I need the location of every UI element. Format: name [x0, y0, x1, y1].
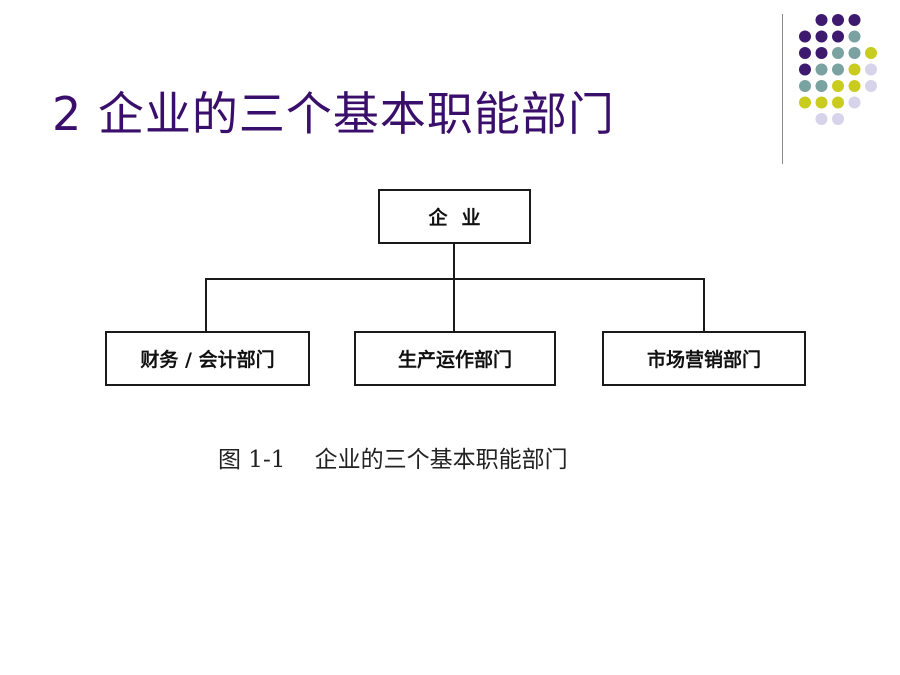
title-divider	[782, 14, 783, 164]
org-child-finance-box: 财务 / 会计部门	[105, 331, 310, 386]
org-child-marketing-box: 市场营销部门	[602, 331, 806, 386]
connector-child-3	[703, 278, 705, 331]
org-root-box: 企业	[378, 189, 531, 244]
connector-child-2	[453, 278, 455, 331]
connector-child-1	[205, 278, 207, 331]
figure-caption: 图 1-1 企业的三个基本职能部门	[218, 447, 568, 473]
org-child-operations-box: 生产运作部门	[354, 331, 556, 386]
connector-horizontal	[205, 278, 705, 280]
connector-root-down	[453, 244, 455, 279]
slide-title: 2 企业的三个基本职能部门	[52, 87, 615, 141]
